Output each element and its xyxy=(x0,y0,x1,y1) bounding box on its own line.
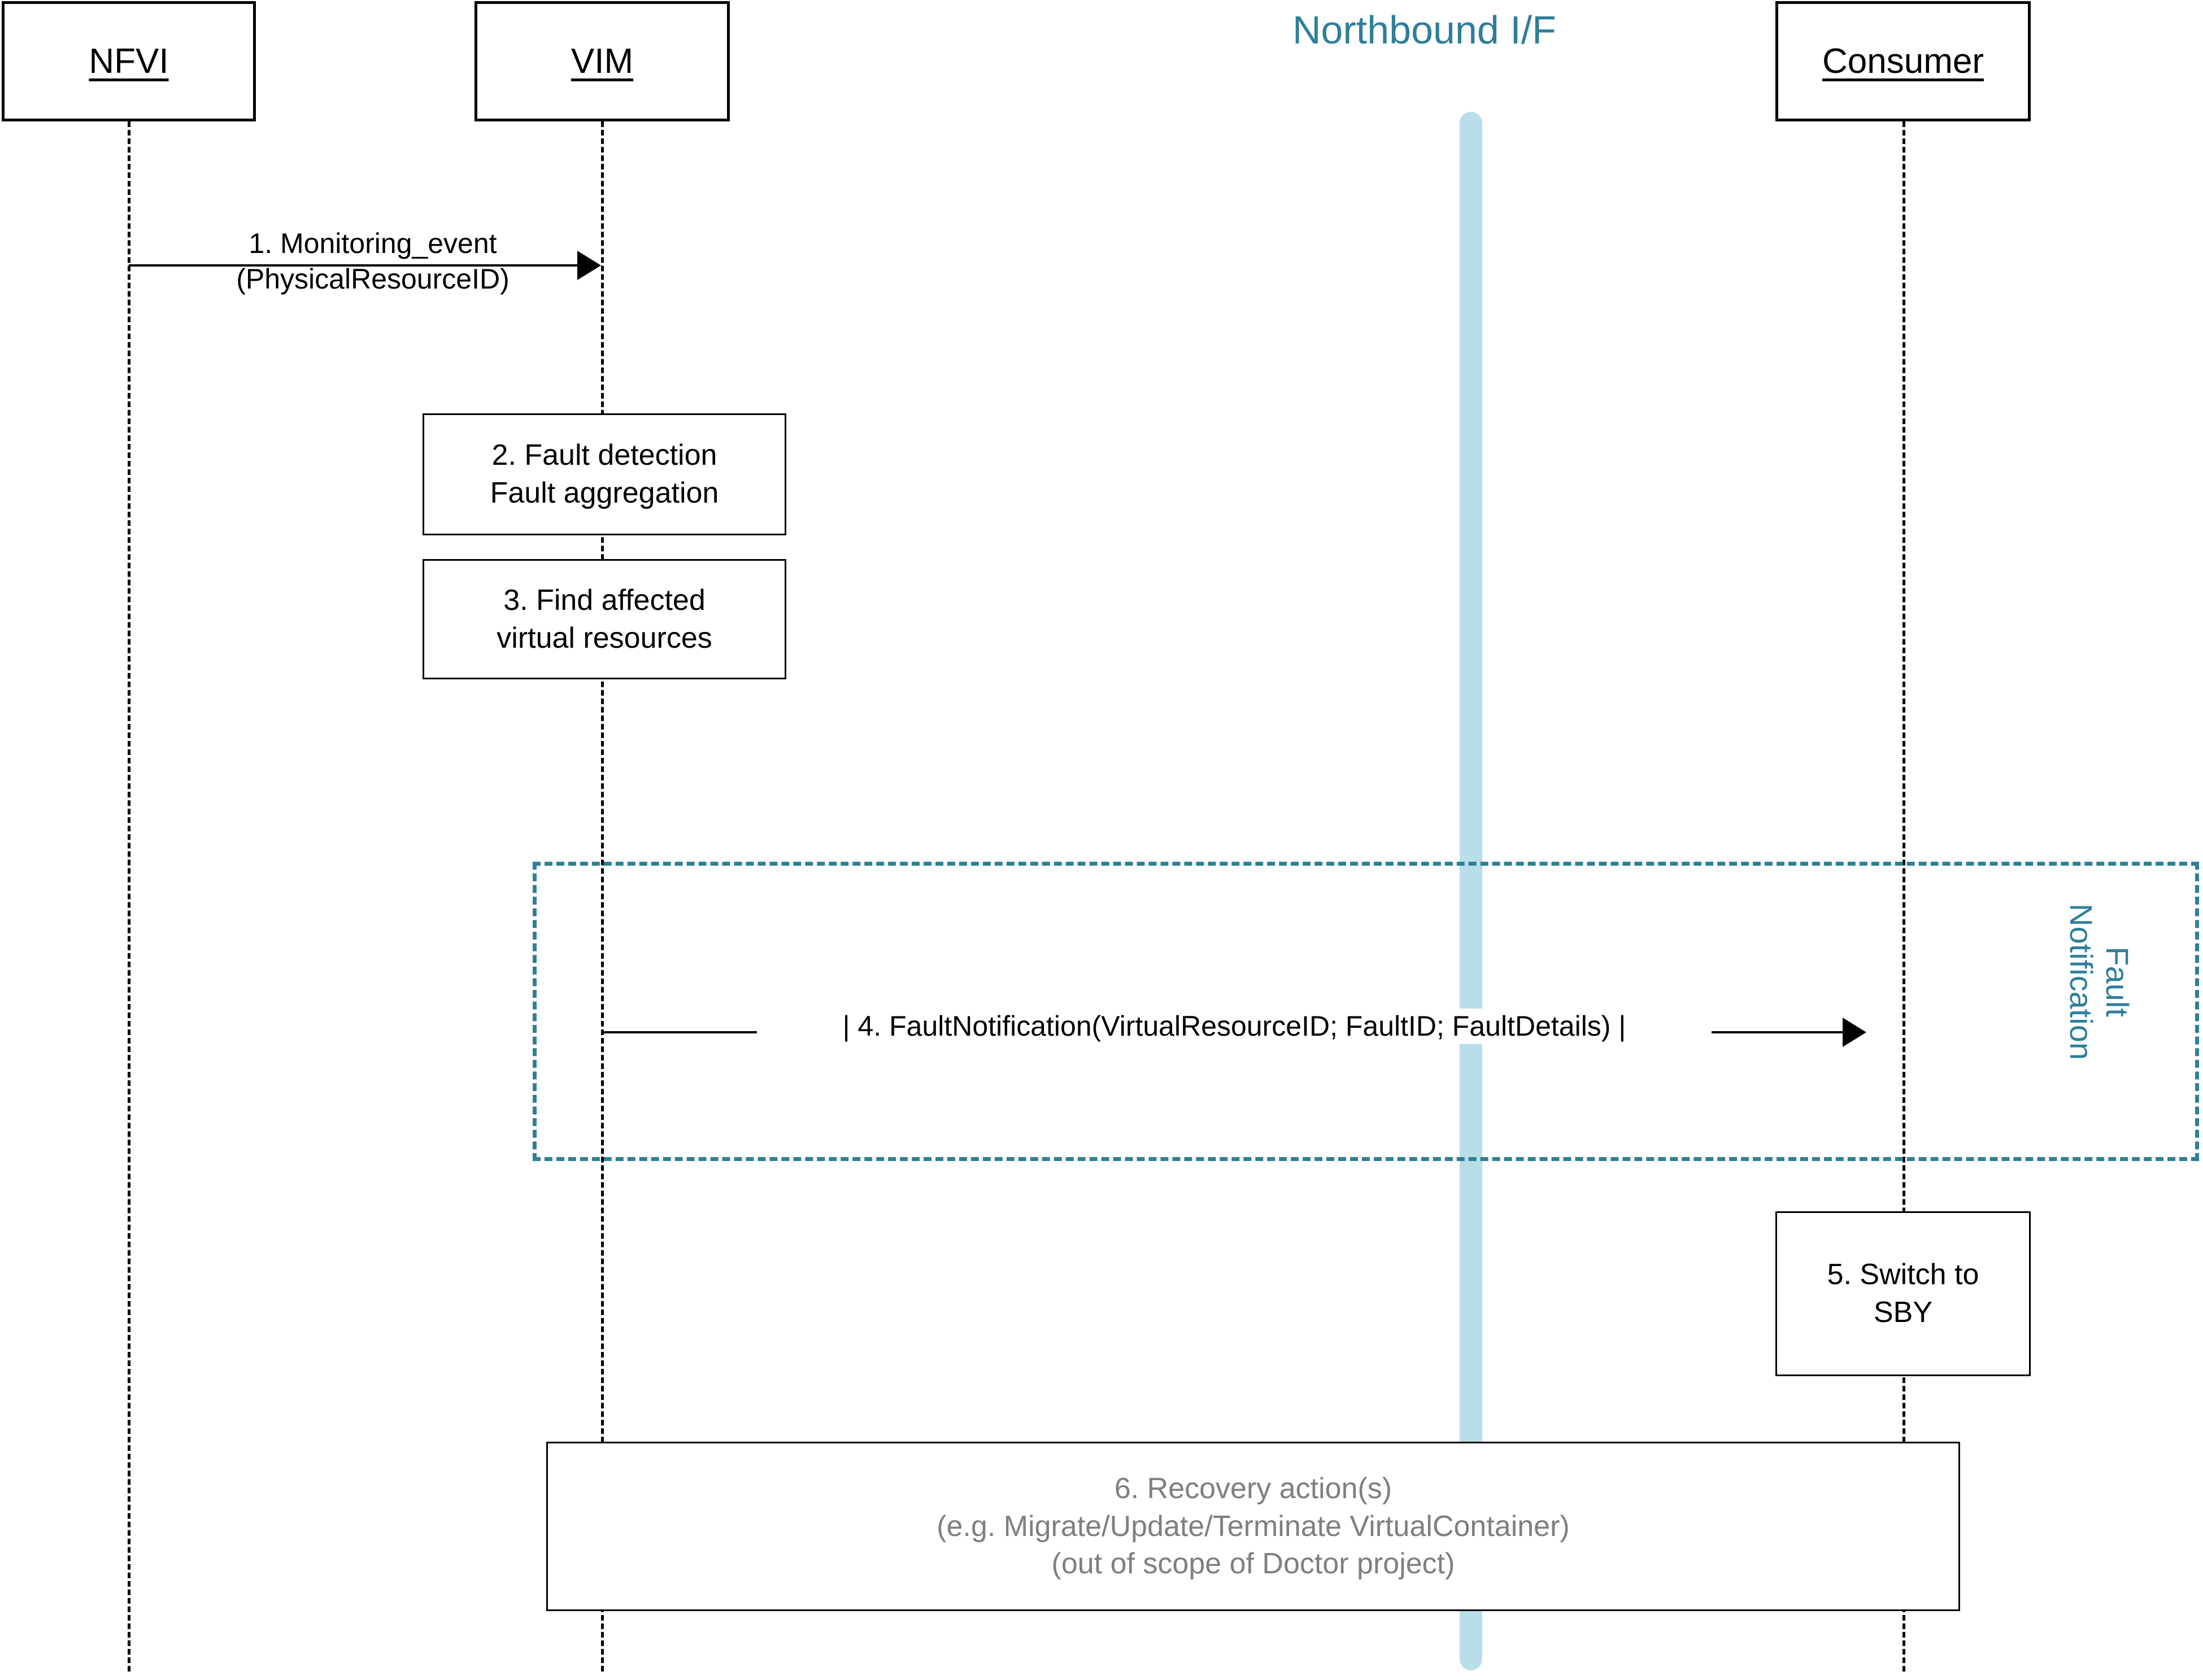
fault-notification-frame-label: Fault Notification xyxy=(2062,904,2135,1060)
activity-6-line-3: (out of scope of Doctor project) xyxy=(1051,1547,1455,1581)
actor-label-consumer: Consumer xyxy=(1822,41,1984,81)
activity-3-line-1: 3. Find affected xyxy=(503,583,706,617)
frame-label-line-2: Notification xyxy=(2063,904,2099,1061)
lifeline-nfvi xyxy=(128,121,130,1672)
activity-6-line-1: 6. Recovery action(s) xyxy=(1114,1472,1392,1506)
activity-box-fault-detection[interactable]: 2. Fault detection Fault aggregation xyxy=(423,413,786,535)
activity-5-line-1: 5. Switch to xyxy=(1827,1258,1979,1291)
activity-box-recovery-actions[interactable]: 6. Recovery action(s) (e.g. Migrate/Upda… xyxy=(546,1442,1960,1611)
frame-label-line-1: Fault xyxy=(2100,946,2135,1017)
message-1-label: 1. Monitoring_event (PhysicalResourceID) xyxy=(192,226,554,297)
actor-label-nfvi: NFVI xyxy=(89,41,169,81)
message-1-line xyxy=(129,264,599,267)
message-4-label: | 4. FaultNotification(VirtualResourceID… xyxy=(757,1009,1712,1044)
northbound-interface-label: Northbound I/F xyxy=(1292,8,1556,52)
message-1-label-line-2: (PhysicalResourceID) xyxy=(236,263,510,295)
activity-5-line-2: SBY xyxy=(1873,1296,1933,1329)
fault-notification-frame xyxy=(533,862,2199,1161)
message-4-label-line-1: | 4. FaultNotification(VirtualResourceID… xyxy=(757,1009,1712,1044)
actor-box-vim[interactable]: VIM xyxy=(474,1,730,121)
activity-box-switch-to-sby[interactable]: 5. Switch to SBY xyxy=(1775,1211,2031,1376)
message-4-arrowhead xyxy=(1843,1018,1866,1047)
activity-3-line-2: virtual resources xyxy=(497,621,712,654)
lifeline-consumer xyxy=(1902,121,1905,1672)
activity-2-line-1: 2. Fault detection xyxy=(491,439,717,472)
message-1-label-line-1: 1. Monitoring_event xyxy=(249,228,497,259)
actor-label-vim: VIM xyxy=(571,41,634,81)
activity-6-line-2: (e.g. Migrate/Update/Terminate VirtualCo… xyxy=(937,1509,1570,1543)
northbound-interface-bar xyxy=(1460,112,1482,1670)
actor-box-consumer[interactable]: Consumer xyxy=(1775,1,2031,121)
actor-box-nfvi[interactable]: NFVI xyxy=(2,1,256,121)
lifeline-vim xyxy=(601,121,604,1672)
activity-box-find-affected-resources[interactable]: 3. Find affected virtual resources xyxy=(423,559,786,679)
message-1-arrowhead xyxy=(577,251,601,280)
activity-2-line-2: Fault aggregation xyxy=(490,477,719,509)
